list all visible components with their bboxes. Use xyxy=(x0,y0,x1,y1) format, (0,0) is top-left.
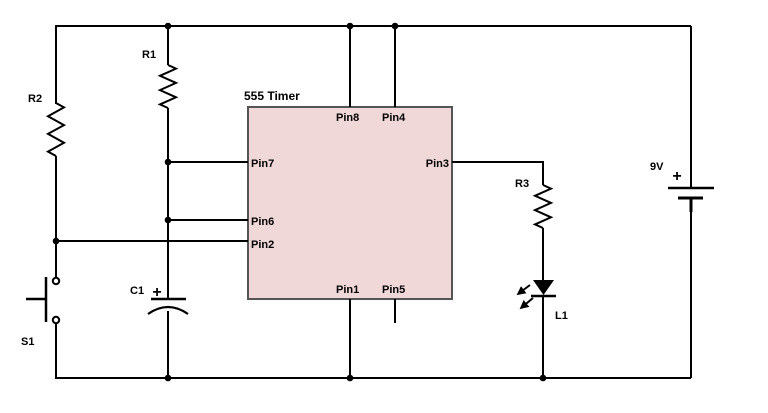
pin4-label: Pin4 xyxy=(382,112,406,124)
battery-9v xyxy=(668,186,714,212)
pin3-label: Pin3 xyxy=(426,158,449,170)
junction-dot xyxy=(539,374,547,382)
c1-polarity-plus: + xyxy=(152,284,161,301)
r1-label: R1 xyxy=(142,49,156,61)
junction-dot xyxy=(164,374,172,382)
supply-rails xyxy=(55,25,692,379)
junction-dot xyxy=(346,374,354,382)
wire-pin3 xyxy=(452,161,544,185)
c1-label: C1 xyxy=(130,285,144,297)
led-triangle xyxy=(533,280,554,295)
pin8-label: Pin8 xyxy=(336,112,359,124)
left-branch xyxy=(26,25,67,378)
resistor-r3-zigzag xyxy=(532,184,554,229)
junction-dot xyxy=(391,22,399,30)
battery-polarity-plus: + xyxy=(672,168,681,185)
led-light-arrow-2 xyxy=(519,297,534,310)
switch-terminal-top xyxy=(51,276,61,286)
middle-branch xyxy=(147,26,189,378)
led-l1 xyxy=(516,280,556,310)
r2-label: R2 xyxy=(28,93,42,105)
resistor-r2-zigzag xyxy=(45,102,67,157)
ic-555-timer: 555 Timer Pin8 Pin4 Pin7 Pin6 Pin2 Pin3 … xyxy=(244,89,453,300)
junction-dots xyxy=(52,22,547,382)
pin2-label: Pin2 xyxy=(251,239,274,251)
switch-terminal-bottom xyxy=(51,315,61,325)
junction-dot xyxy=(164,158,172,166)
pin7-label: Pin7 xyxy=(251,158,274,170)
ic-body xyxy=(247,106,453,300)
component-labels: R2 R1 R3 C1 + S1 L1 9V + xyxy=(21,49,682,348)
junction-dot xyxy=(164,216,172,224)
junction-dot xyxy=(52,237,60,245)
l1-label: L1 xyxy=(555,310,568,322)
ic-title-label: 555 Timer xyxy=(244,89,300,103)
pin5-label: Pin5 xyxy=(382,284,405,296)
capacitor-c1 xyxy=(147,297,189,315)
junction-dot xyxy=(346,22,354,30)
output-branch xyxy=(516,184,556,378)
r3-label: R3 xyxy=(515,178,529,190)
switch-s1 xyxy=(26,276,61,325)
battery-voltage-label: 9V xyxy=(650,161,664,173)
s1-label: S1 xyxy=(21,336,34,348)
pin1-label: Pin1 xyxy=(336,284,359,296)
resistor-r1-zigzag xyxy=(157,64,179,109)
pin6-label: Pin6 xyxy=(251,216,274,228)
ic-pin-wires xyxy=(56,26,544,378)
junction-dot xyxy=(164,22,172,30)
capacitor-plate-bottom-curved xyxy=(147,305,189,315)
led-light-arrow-1 xyxy=(516,284,531,296)
